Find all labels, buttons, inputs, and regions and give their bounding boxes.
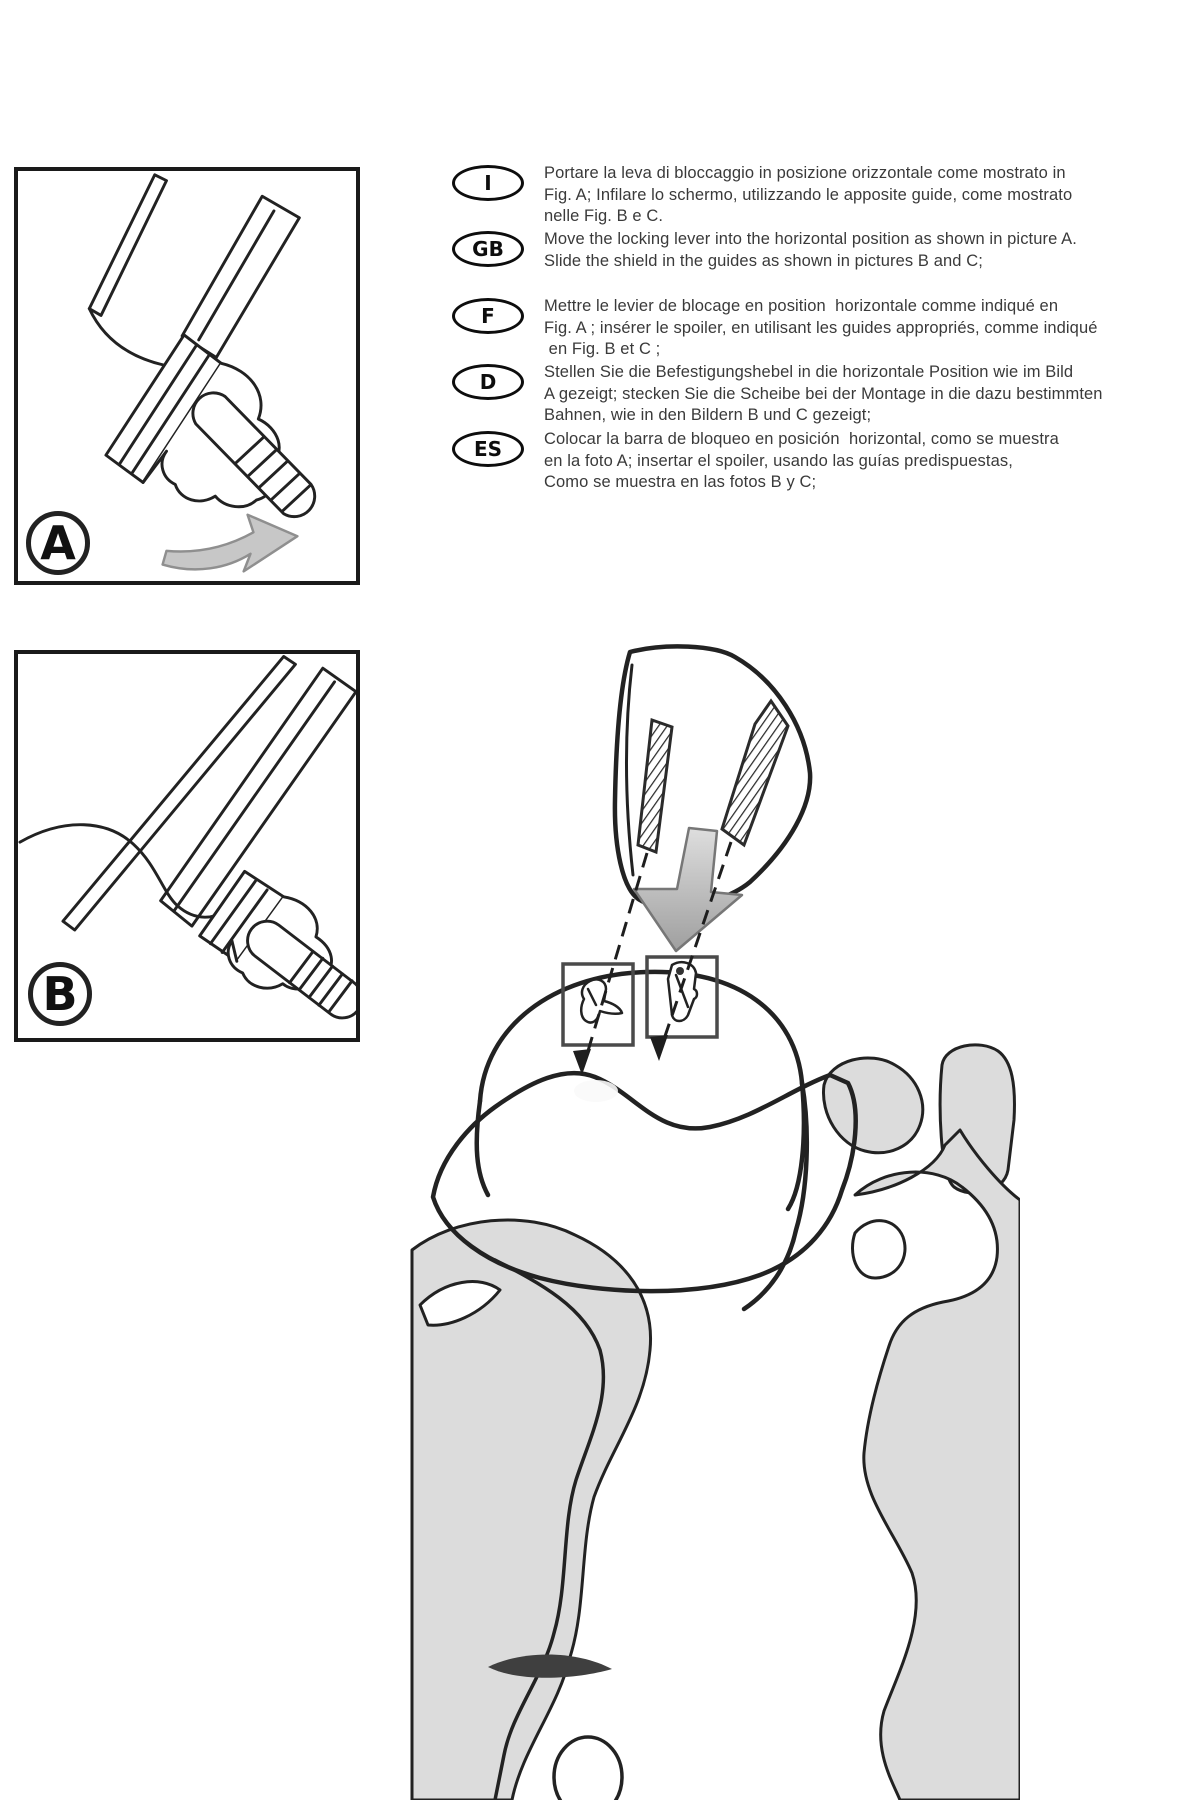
instruction-text-spanish: Colocar la barra de bloqueo en posición …: [544, 430, 1059, 491]
floorboard-gap: [552, 1735, 624, 1800]
language-badge-text: I: [484, 171, 492, 195]
figure-a-label: A: [26, 511, 90, 575]
air-vent-swoosh: [488, 1654, 612, 1678]
figure-b-panel: B: [14, 650, 360, 1042]
shield-drawing: [612, 644, 813, 909]
windscreen-edge-strips: [87, 173, 301, 368]
dashed-guide-line-right: [650, 841, 733, 1061]
figure-a-panel: A: [14, 167, 360, 585]
windshield-outline: [474, 969, 810, 1312]
instruction-row-spanish: ES Colocar la barra de bloqueo en posici…: [452, 429, 1192, 494]
shield-slot-left: [636, 717, 674, 855]
instruction-row-french: F Mettre le levier de blocage en positio…: [452, 296, 1192, 361]
guide-detail-box-right: [645, 955, 719, 1039]
assembly-illustration: [410, 644, 1020, 1800]
figure-b-label-text: B: [42, 967, 78, 1021]
figure-a-drawing: [87, 173, 317, 573]
shield-slot-right: [720, 698, 790, 848]
windscreen-edge-strips: [18, 655, 356, 932]
scooter-body: [853, 1128, 1020, 1800]
rotate-lever-arrow-icon: [161, 513, 299, 573]
insert-down-arrow-icon: [632, 826, 744, 953]
figure-a-label-text: A: [40, 516, 76, 570]
language-badge-text: ES: [473, 437, 503, 461]
language-badge-french: F: [452, 298, 524, 334]
locking-lever-drawing: [246, 919, 356, 1020]
body-panel-gap: [851, 1219, 907, 1280]
language-badge-italian: I: [452, 165, 524, 201]
fender-highlight-gap: [418, 1280, 502, 1327]
dashed-guide-line-left: [573, 852, 649, 1075]
locking-lever-drawing: [191, 391, 317, 519]
scooter-front-drawing: [410, 969, 1020, 1800]
language-badge-text: GB: [472, 237, 504, 261]
instruction-text-english: Move the locking lever into the horizont…: [544, 230, 1077, 270]
instruction-row-german: D Stellen Sie die Befestigungshebel in d…: [452, 362, 1192, 427]
language-badge-german: D: [452, 364, 524, 400]
instruction-text-french: Mettre le levier de blocage en position …: [544, 297, 1098, 358]
scooter-handlebar: [822, 1056, 925, 1155]
language-badge-spanish: ES: [452, 431, 524, 467]
scooter-front-fender: [410, 1218, 653, 1800]
dashboard-highlight: [574, 1080, 618, 1102]
instruction-text-german: Stellen Sie die Befestigungshebel in die…: [544, 363, 1103, 424]
dashboard-shading: [430, 1070, 858, 1294]
language-badge-english: GB: [452, 231, 524, 267]
instruction-row-italian: I Portare la leva di bloccaggio in posiz…: [452, 163, 1192, 228]
language-badge-text: D: [479, 370, 497, 394]
figure-b-drawing: [18, 655, 356, 1020]
language-badge-text: F: [481, 304, 495, 328]
instruction-text-italian: Portare la leva di bloccaggio in posizio…: [544, 164, 1073, 225]
instruction-row-english: GB Move the locking lever into the horiz…: [452, 229, 1192, 272]
figure-b-label: B: [28, 962, 92, 1026]
